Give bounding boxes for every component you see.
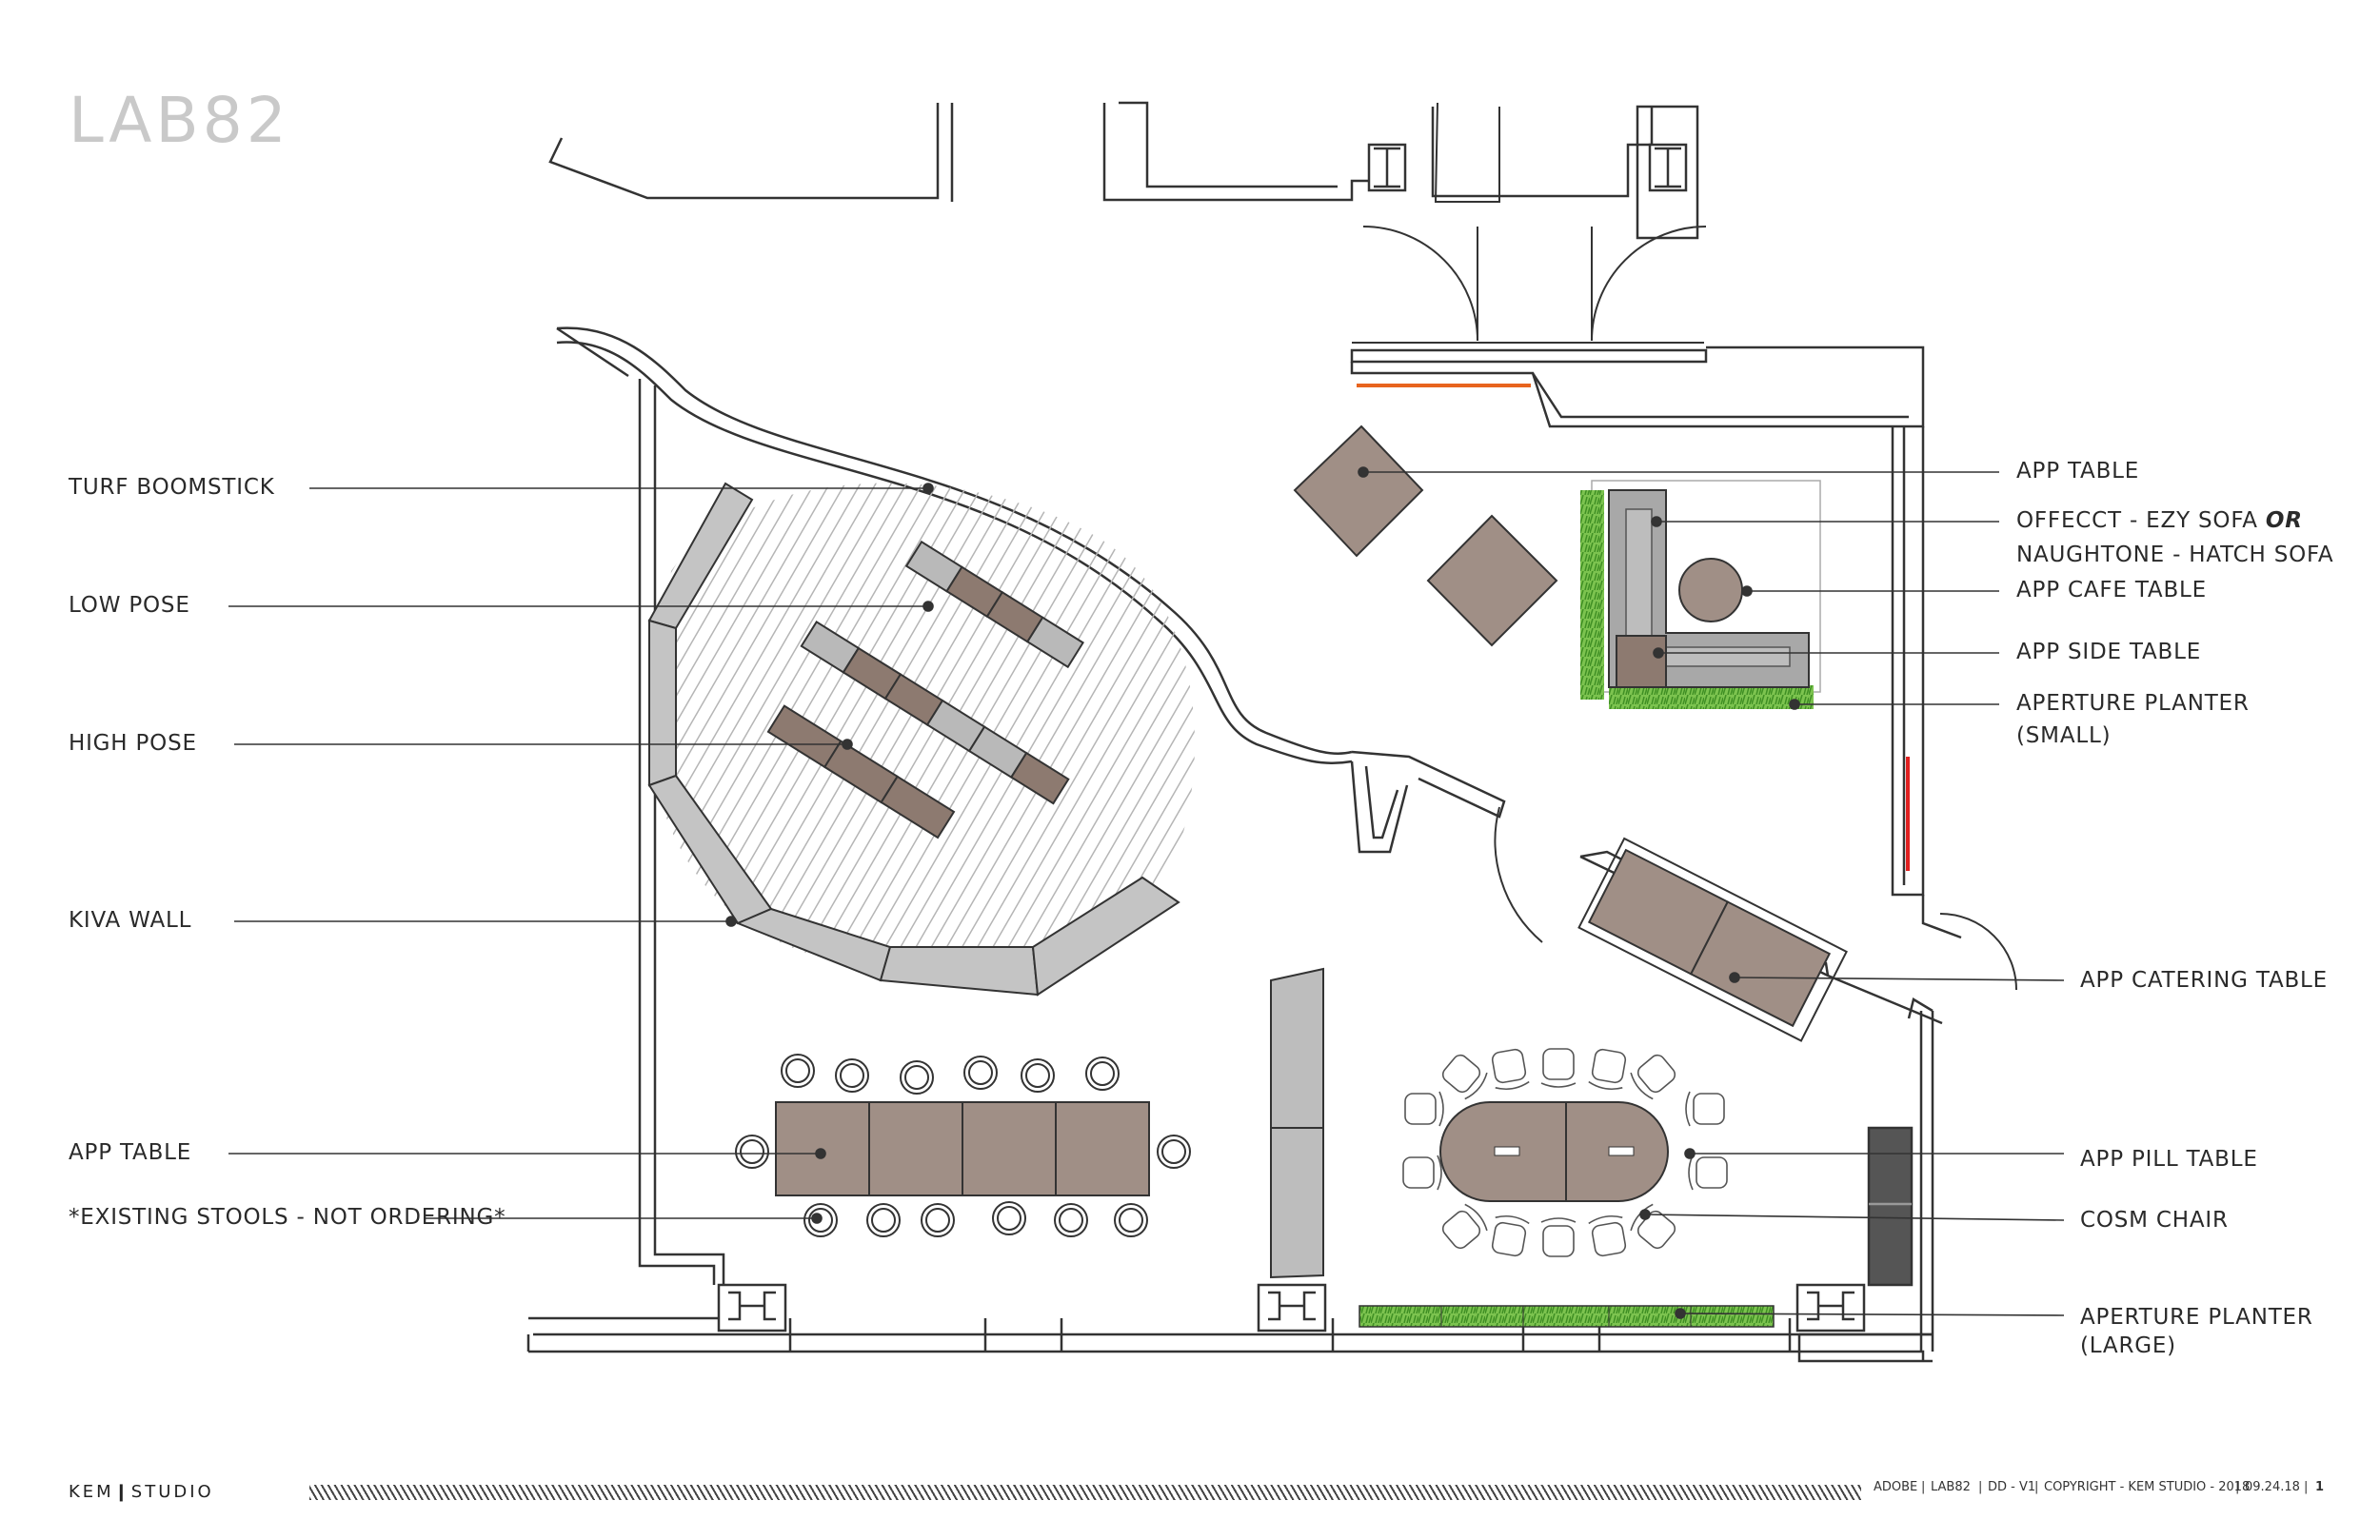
kem-studio-logo: KEM❙STUDIO	[69, 1482, 214, 1502]
stool-icon	[866, 1203, 901, 1237]
cosm-chair-icon	[1630, 1054, 1676, 1100]
aperture-planter-large	[1359, 1305, 1775, 1328]
label-app-table-right: APP TABLE	[2016, 459, 2140, 484]
cosm-chair-icon	[1688, 1155, 1728, 1191]
stool-icon	[1114, 1203, 1148, 1237]
cosm-chairs	[1402, 1048, 1728, 1257]
label-app-catering-table: APP CATERING TABLE	[2080, 968, 2328, 993]
footer-divider-4: |	[2235, 1480, 2240, 1494]
app-catering-table	[1577, 837, 1848, 1042]
existing-stools	[735, 1054, 1191, 1237]
label-aperture-small-1: APERTURE PLANTER	[2016, 691, 2250, 716]
cosm-chair-icon	[1540, 1048, 1577, 1088]
cosm-chair-icon	[1402, 1155, 1442, 1191]
label-sofa-line2: NAUGHTONE - HATCH SOFA	[2016, 543, 2334, 567]
stool-icon	[1157, 1135, 1191, 1169]
footer-project: LAB82	[1931, 1480, 1971, 1494]
cosm-chair-icon	[1441, 1203, 1488, 1250]
footer-divider-2: |	[1978, 1480, 1983, 1494]
stool-icon	[992, 1201, 1026, 1235]
cosm-chair-icon	[1588, 1048, 1627, 1091]
stool-icon	[1085, 1056, 1120, 1091]
center-partition	[1270, 967, 1324, 1279]
page-title: LAB82	[69, 84, 290, 157]
cosm-chair-icon	[1540, 1217, 1577, 1257]
label-app-side-table: APP SIDE TABLE	[2016, 640, 2202, 664]
stool-icon	[735, 1135, 769, 1169]
cosm-chair-icon	[1404, 1091, 1444, 1127]
stool-icon	[900, 1060, 934, 1095]
turf-boomstick	[652, 483, 1196, 967]
app-pill-table	[1439, 1101, 1669, 1202]
stool-icon	[1054, 1203, 1088, 1237]
label-app-cafe-table: APP CAFE TABLE	[2016, 578, 2207, 602]
stool-icon	[921, 1203, 955, 1237]
label-turf-boomstick: TURF BOOMSTICK	[69, 475, 275, 500]
label-high-pose: HIGH POSE	[69, 731, 197, 756]
leader-lines	[228, 466, 2065, 1319]
label-app-pill-table: APP PILL TABLE	[2080, 1147, 2258, 1172]
cosm-chair-icon	[1441, 1054, 1488, 1100]
footer-copyright: COPYRIGHT - KEM STUDIO - 2018	[2044, 1480, 2251, 1494]
cosm-chair-icon	[1630, 1203, 1676, 1250]
label-sofa-offecct: OFFECCT - EZY SOFA	[2016, 508, 2258, 533]
cosm-chair-icon	[1588, 1214, 1627, 1257]
footer-page-number: 1	[2315, 1480, 2325, 1494]
label-kiva-wall: KIVA WALL	[69, 908, 192, 933]
kiva-wall	[647, 482, 1180, 997]
label-aperture-large-2: (LARGE)	[2080, 1333, 2176, 1358]
sofa-area	[1580, 480, 1821, 709]
label-aperture-small-2: (SMALL)	[2016, 723, 2112, 748]
footer-phase: DD - V1	[1988, 1480, 2036, 1494]
cosm-chair-icon	[1491, 1214, 1530, 1257]
stool-icon	[781, 1054, 815, 1088]
footer-divider-1: |	[1921, 1480, 1926, 1494]
pose-benches	[766, 540, 1084, 839]
label-aperture-large-1: APERTURE PLANTER	[2080, 1305, 2313, 1330]
app-table-long	[775, 1101, 1150, 1196]
label-sofa-line1: OFFECCT - EZY SOFA OR	[2016, 504, 2303, 537]
stool-icon	[963, 1056, 998, 1090]
app-table-diamonds	[1293, 424, 1558, 647]
stool-icon	[1021, 1058, 1055, 1093]
label-low-pose: LOW POSE	[69, 593, 190, 618]
footer-divider-3: |	[2034, 1480, 2039, 1494]
footer-hatch-bar	[309, 1485, 1861, 1500]
footer-client: ADOBE	[1874, 1480, 1918, 1494]
label-sofa-or: OR	[2265, 508, 2303, 533]
label-existing-stools: *EXISTING STOOLS - NOT ORDERING*	[69, 1205, 506, 1230]
footer-divider-5: |	[2304, 1480, 2309, 1494]
label-cosm-chair: COSM CHAIR	[2080, 1208, 2229, 1233]
footer-date: 09.24.18	[2245, 1480, 2300, 1494]
cosm-chair-icon	[1491, 1048, 1530, 1091]
label-app-table-left: APP TABLE	[69, 1140, 192, 1165]
stool-icon	[835, 1058, 869, 1093]
cosm-chair-icon	[1685, 1091, 1725, 1127]
